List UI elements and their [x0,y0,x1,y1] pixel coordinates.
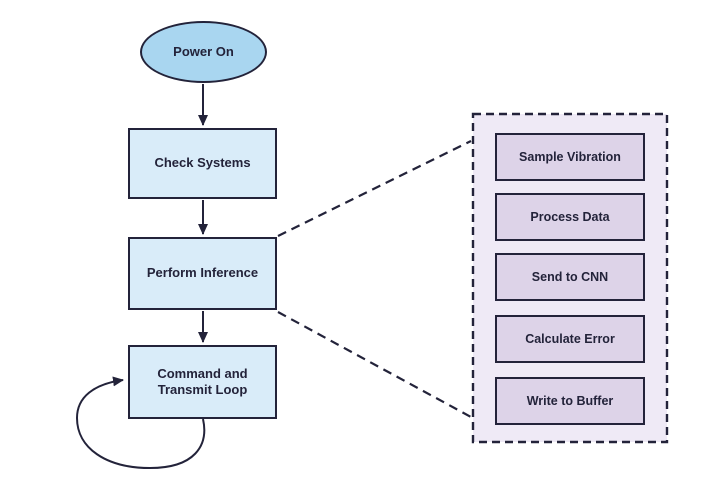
node-perform-inference[interactable]: Perform Inference [128,237,277,310]
step-sample-vibration-label: Sample Vibration [519,150,621,164]
node-power-on-label: Power On [173,43,234,59]
dashed-expand-line-bottom [277,311,472,418]
node-check-systems[interactable]: Check Systems [128,128,277,199]
dashed-expand-line-top [277,140,472,237]
node-command-transmit-loop-label: Command and Transmit Loop [157,365,248,397]
step-send-to-cnn-label: Send to CNN [531,270,609,284]
self-loop-arrow [75,376,206,470]
node-power-on[interactable]: Power On [140,21,267,83]
step-process-data-label: Process Data [530,210,610,224]
step-sample-vibration[interactable]: Sample Vibration [495,133,645,181]
step-write-to-buffer-label: Write to Buffer [526,394,614,408]
step-calculate-error-label: Calculate Error [525,332,615,346]
step-write-to-buffer[interactable]: Write to Buffer [495,377,645,425]
step-process-data[interactable]: Process Data [495,193,645,241]
step-send-to-cnn[interactable]: Send to CNN [495,253,645,301]
step-calculate-error[interactable]: Calculate Error [495,315,645,363]
node-check-systems-label: Check Systems [154,155,251,171]
node-command-transmit-loop[interactable]: Command and Transmit Loop [128,345,277,419]
node-perform-inference-label: Perform Inference [146,265,259,281]
